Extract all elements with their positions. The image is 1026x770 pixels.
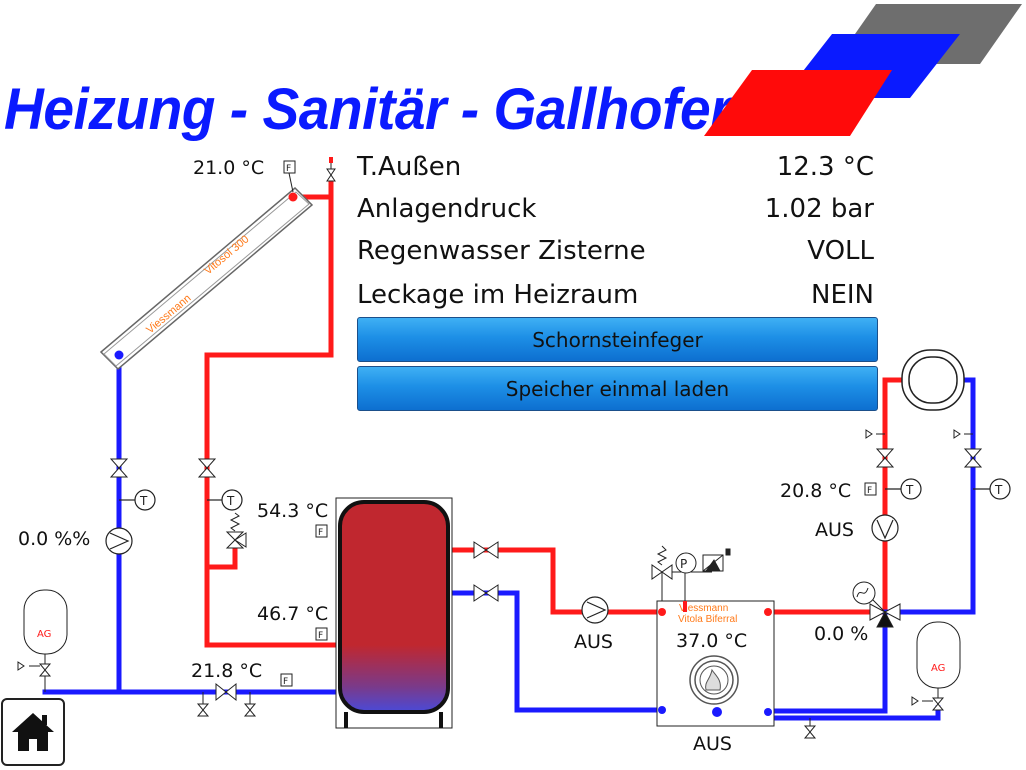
mixing-valve-icon	[852, 581, 901, 628]
drain-valve-right-icon	[243, 692, 257, 717]
heating-flow-valve-icon	[865, 429, 895, 468]
solar-collector: Viessmann Vitosol 300	[99, 186, 314, 371]
heating-flow-sensor-box	[864, 482, 877, 496]
heating-flow-pipe	[882, 377, 908, 615]
svg-text:F: F	[318, 528, 323, 538]
air-vent-icon	[326, 157, 336, 182]
thermometer-heating-return-icon: T	[973, 478, 1011, 500]
thermometer-solar-flow-icon: T	[207, 489, 243, 511]
expansion-pipe	[765, 705, 941, 721]
radiator-icon	[901, 349, 965, 411]
home-button[interactable]	[1, 698, 65, 766]
heating-pump-status: AUS	[815, 519, 854, 541]
system-pressure-value: 1.02 bar	[764, 194, 874, 224]
rainwater-cistern-label: Regenwasser Zisterne	[357, 236, 646, 266]
rainwater-cistern-value: VOLL	[807, 236, 874, 266]
boiler-temp: 37.0 °C	[676, 630, 748, 652]
collector-temp: 21.0 °C	[193, 157, 265, 179]
mixer-position: 0.0 %	[814, 623, 869, 645]
svg-text:Vitola Biferral: Vitola Biferral	[678, 614, 737, 625]
brand-title: Heizung - Sanitär - Gallhofer	[4, 77, 732, 142]
outdoor-temp-value: 12.3 °C	[776, 152, 874, 182]
storage-return-temp: 21.8 °C	[191, 660, 263, 682]
safety-valve-branch	[204, 545, 238, 570]
storage-top-sensor-box	[315, 524, 328, 538]
thermometer-heating-flow-icon: T	[885, 478, 922, 500]
svg-text:T: T	[226, 494, 235, 508]
heating-return-valve-icon	[953, 429, 983, 468]
chimney-sweep-button[interactable]: Schornsteinfeger	[357, 317, 878, 362]
leak-boiler-room-value: NEIN	[811, 280, 874, 310]
svg-text:AG: AG	[931, 663, 945, 674]
svg-text:F: F	[318, 631, 323, 641]
storage-inlet-valve-icon	[215, 682, 237, 702]
svg-text:P: P	[680, 557, 687, 571]
expansion-vessel-heating: AG	[911, 621, 961, 711]
svg-text:T: T	[139, 494, 148, 508]
solar-valve-left-icon	[109, 458, 129, 478]
svg-text:T: T	[905, 483, 914, 497]
storage-mid-sensor-box	[315, 627, 328, 641]
svg-text:T: T	[994, 483, 1003, 497]
storage-tank	[335, 497, 453, 729]
boiler: Viessmann Vitola Biferral	[656, 600, 775, 727]
thermometer-solar-return-icon: T	[119, 489, 156, 511]
solar-valve-right-icon	[197, 458, 217, 478]
expansion-vessel-solar: AG	[17, 589, 68, 692]
storage-mid-temp: 46.7 °C	[257, 603, 329, 625]
logo-red-bar	[704, 70, 892, 136]
boiler-drain-valve-icon	[803, 718, 817, 739]
storage-top-temp: 54.3 °C	[257, 500, 329, 522]
collector-flow-port	[288, 192, 298, 202]
drain-valve-left-icon	[196, 692, 210, 717]
charge-storage-once-button[interactable]: Speicher einmal laden	[357, 366, 878, 411]
storage-flow-valve-icon	[473, 541, 499, 559]
heating-flow-temp: 20.8 °C	[780, 480, 852, 502]
svg-text:AG: AG	[37, 629, 51, 640]
heating-return-pipe	[882, 377, 976, 615]
outdoor-temp-label: T.Außen	[357, 152, 462, 182]
svg-text:Viessmann: Viessmann	[679, 603, 728, 614]
boiler-status: AUS	[693, 733, 732, 755]
charge-pump-status: AUS	[574, 631, 613, 653]
sensor-f-glyph: F	[286, 164, 291, 174]
solar-flow-pipe	[204, 194, 340, 648]
solar-pump-icon	[105, 527, 133, 555]
solar-pump-rate: 0.0 %%	[18, 528, 91, 550]
leak-boiler-room-label: Leckage im Heizraum	[357, 280, 639, 310]
burner-flame-icon	[689, 655, 739, 705]
svg-text:F: F	[283, 677, 288, 687]
home-icon	[12, 713, 54, 751]
brand-logo	[704, 4, 1022, 136]
svg-text:F: F	[867, 486, 872, 496]
system-pressure-label: Anlagendruck	[357, 194, 537, 224]
boiler-safety-group-icon: P	[651, 545, 731, 601]
safety-valve-icon	[225, 512, 247, 549]
storage-charge-flow	[449, 547, 665, 615]
collector-return-port	[114, 350, 124, 360]
heating-pump-icon	[871, 514, 899, 542]
storage-return-valve-icon	[473, 584, 499, 602]
return-sensor-box	[280, 673, 293, 687]
charge-pump-icon	[581, 596, 609, 624]
